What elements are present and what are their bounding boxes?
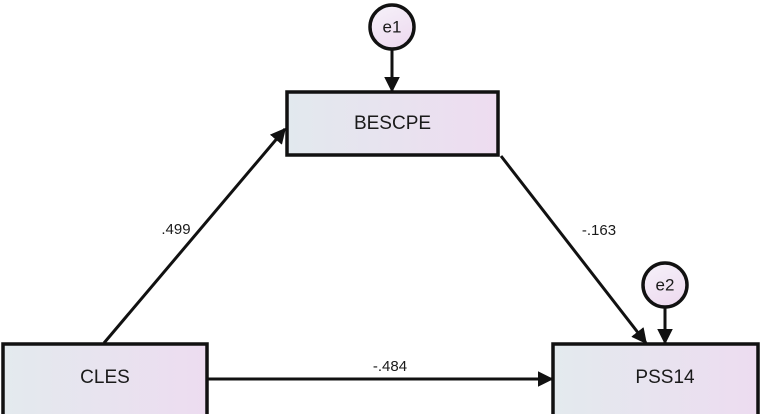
node-bescpe[interactable]: BESCPE bbox=[285, 90, 500, 157]
node-pss14-rect[interactable] bbox=[551, 342, 760, 414]
node-bescpe-label: BESCPE bbox=[354, 113, 431, 134]
node-e1-label: e1 bbox=[383, 17, 402, 36]
edge-labels-layer: .499 -.163 -.484 bbox=[161, 221, 616, 375]
edges-layer bbox=[102, 50, 673, 387]
nodes-layer: BESCPE CLES PSS14 e1 e2 bbox=[1, 3, 760, 414]
edge-bescpe-to-pss14[interactable] bbox=[499, 155, 648, 345]
edge-cles-to-bescpe[interactable] bbox=[102, 127, 287, 344]
node-cles[interactable]: CLES bbox=[1, 342, 209, 414]
node-e2[interactable]: e2 bbox=[641, 261, 689, 309]
node-pss14[interactable]: PSS14 bbox=[551, 342, 760, 414]
node-e2-circle[interactable] bbox=[641, 261, 689, 309]
node-e1-circle[interactable] bbox=[368, 3, 416, 51]
node-bescpe-rect[interactable] bbox=[285, 90, 500, 157]
edge-label-cles-to-bescpe: .499 bbox=[161, 221, 190, 238]
node-cles-label: CLES bbox=[80, 367, 130, 388]
node-pss14-label: PSS14 bbox=[635, 367, 695, 388]
node-e2-label: e2 bbox=[656, 275, 675, 294]
node-cles-rect[interactable] bbox=[1, 342, 209, 414]
node-e1[interactable]: e1 bbox=[368, 3, 416, 51]
edge-label-cles-to-pss14: -.484 bbox=[373, 358, 407, 375]
edge-label-bescpe-to-pss14: -.163 bbox=[582, 222, 616, 239]
